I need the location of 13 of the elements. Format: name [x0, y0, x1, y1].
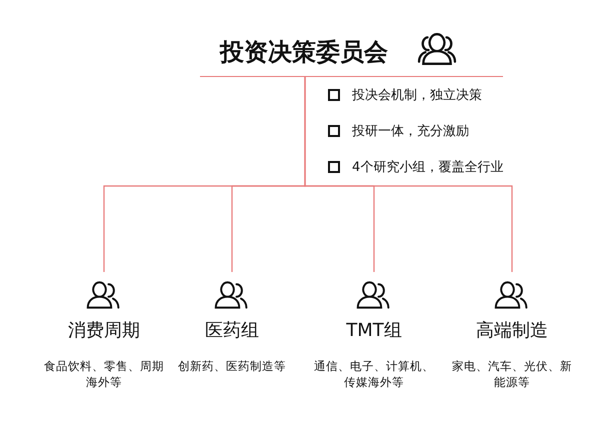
group-description: 食品饮料、零售、周期海外等 — [44, 358, 164, 390]
group-name: 消费周期 — [67, 319, 141, 342]
committee-title: 投资决策委员会 — [220, 37, 388, 68]
bullet-text: 投决会机制，独立决策 — [352, 87, 482, 104]
group-name: 医药组 — [204, 319, 260, 342]
group-description: 家电、汽车、光伏、新能源等 — [452, 358, 572, 390]
bullet-text: 4个研究小组，覆盖全行业 — [352, 159, 504, 176]
group-description: 创新药、医药制造等 — [177, 358, 287, 374]
group-description: 通信、电子、计算机、传媒海外等 — [314, 358, 434, 390]
bullet-text: 投研一体，充分激励 — [352, 123, 469, 140]
group-name: TMT组 — [345, 319, 403, 342]
connector-line — [304, 76, 513, 272]
group-name: 高端制造 — [475, 319, 549, 342]
